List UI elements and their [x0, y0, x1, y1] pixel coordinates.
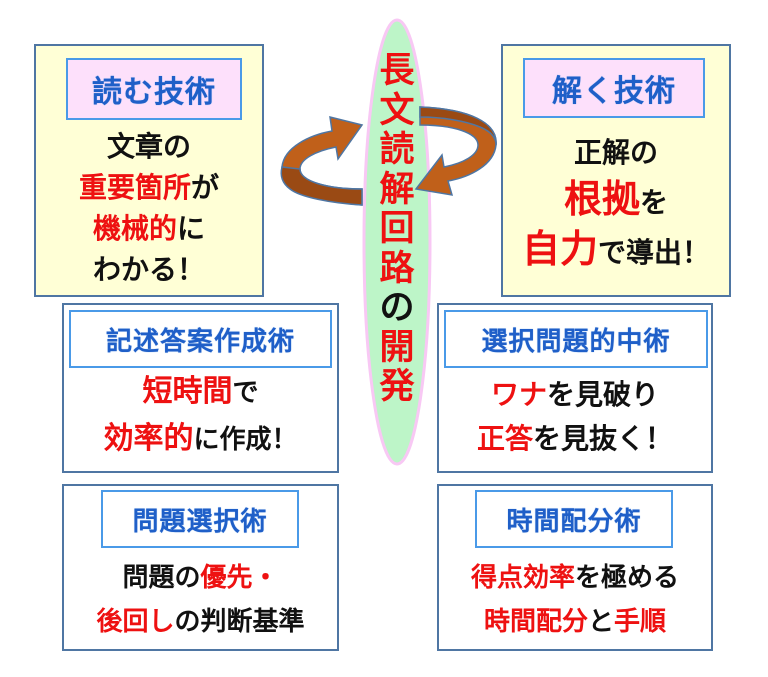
time-allocation-title: 時間配分術: [475, 490, 673, 548]
reading-technique-body: 文章の 重要箇所が 機械的に わかる！: [78, 130, 220, 286]
descriptive-answer-box: 記述答案作成術 短時間で 効率的に作成！: [62, 303, 339, 473]
multiple-choice-body: ワナを見破り 正答を見抜く！: [476, 378, 674, 455]
descriptive-answer-title: 記述答案作成術: [69, 310, 332, 368]
center-title-char: 文: [379, 90, 415, 131]
time-allocation-body: 得点効率を極める 時間配分と手順: [470, 563, 680, 637]
time-allocation-box: 時間配分術 得点効率を極める 時間配分と手順: [437, 484, 713, 651]
question-selection-box: 問題選択術 問題の優先・ 後回しの判断基準: [62, 484, 339, 651]
reading-technique-box: 読む技術 文章の 重要箇所が 機械的に わかる！: [34, 44, 264, 297]
center-title-char: 長: [379, 51, 415, 91]
center-ellipse: [362, 18, 432, 466]
center-title-char: 読: [379, 130, 415, 170]
center-title-char: 回: [379, 209, 415, 249]
center-title-char: 発: [379, 367, 415, 407]
descriptive-answer-body: 短時間で 効率的に作成！: [103, 374, 298, 456]
reading-technique-title: 読む技術: [66, 58, 242, 120]
solving-technique-title: 解く技術: [523, 58, 705, 118]
center-title: 長 文 読 解 回 路 の 開 発: [362, 51, 432, 408]
multiple-choice-title: 選択問題的中術: [444, 310, 708, 368]
center-title-char: の: [379, 288, 415, 328]
question-selection-body: 問題の優先・ 後回しの判断基準: [96, 563, 305, 637]
center-title-char: 路: [379, 248, 415, 289]
question-selection-title: 問題選択術: [101, 490, 299, 548]
solving-technique-box: 解く技術 正解の 根拠を 自力で導出！: [501, 44, 731, 297]
multiple-choice-box: 選択問題的中術 ワナを見破り 正答を見抜く！: [437, 303, 713, 473]
center-title-char: 解: [379, 169, 415, 210]
center-title-char: 開: [379, 327, 415, 368]
solving-technique-body: 正解の 根拠を 自力で導出！: [521, 136, 711, 271]
cycle-arrows-icon: [280, 106, 497, 206]
